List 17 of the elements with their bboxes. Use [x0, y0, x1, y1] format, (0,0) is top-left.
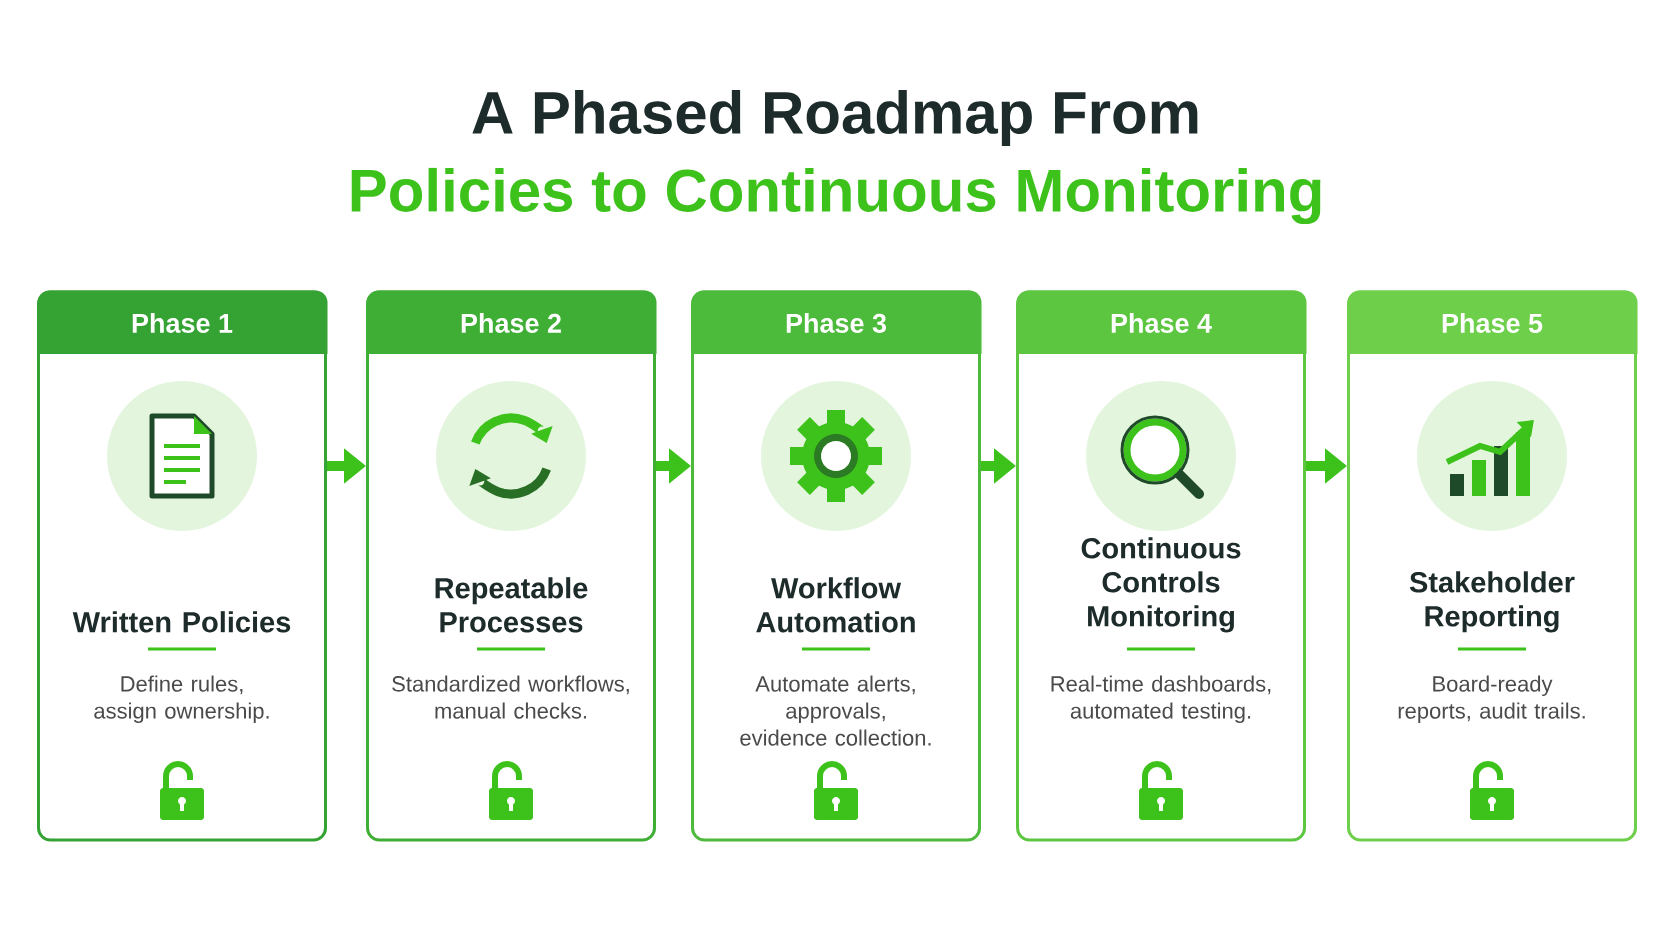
card-title: Repeatable Processes: [435, 577, 588, 633]
card-description: Standardized workflows, manual checks.: [392, 675, 629, 719]
subtitle: Policies to Continuous Monitoring: [351, 167, 1321, 225]
card-title: Written Policies: [72, 611, 291, 633]
title: A Phased Roadmap From: [472, 90, 1198, 146]
card-description: Real-time dashboards, automated testing.: [1051, 675, 1271, 724]
phase-label: Phase 4: [1111, 313, 1212, 333]
card-title: Workflow Automation: [756, 577, 915, 633]
phase-label: Phase 1: [132, 313, 233, 333]
phase-label: Phase 3: [786, 313, 887, 333]
card-description: Board-ready reports, audit trails.: [1398, 675, 1585, 724]
card-description: Define rules, assign ownership.: [94, 675, 269, 724]
phase-label: Phase 2: [461, 313, 561, 333]
phase-label: Phase 5: [1442, 313, 1543, 333]
card-title: Stakeholder Reporting: [1409, 571, 1575, 633]
card-description: Automate alerts, approvals, evidence collection.: [740, 675, 931, 746]
card-title: Continuous Controls Monitoring: [1081, 537, 1241, 633]
